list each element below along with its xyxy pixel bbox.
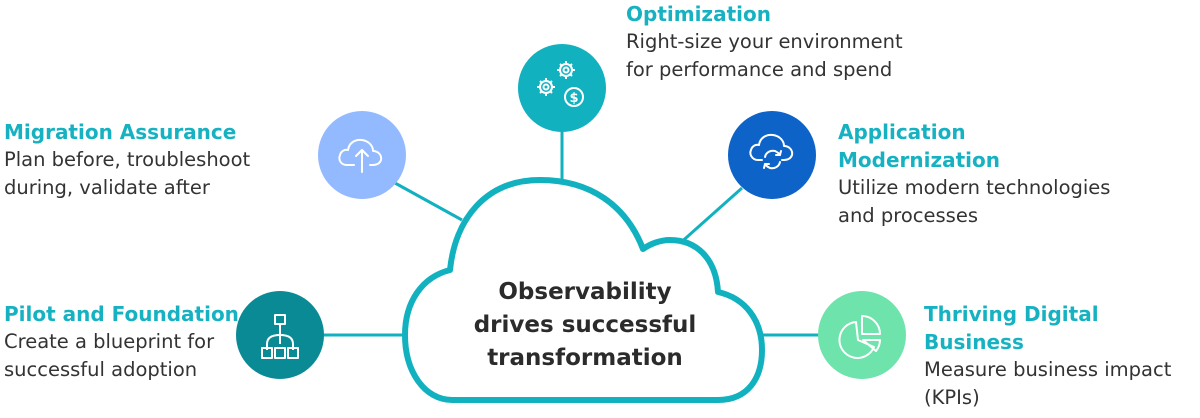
node-title: Migration Assurance <box>4 120 237 144</box>
svg-text:$: $ <box>569 91 578 106</box>
node-description: Right-size your environment for performa… <box>626 30 903 81</box>
node-label-migration-assurance: Migration Assurance Plan before, trouble… <box>4 118 250 202</box>
node-description: Plan before, troubleshoot during, valida… <box>4 148 251 199</box>
central-cloud-shape <box>402 177 765 403</box>
node-description: Measure business impact (KPIs) <box>924 358 1172 409</box>
node-description: Utilize modern technologies and processe… <box>838 176 1111 227</box>
node-label-pilot-and-foundation: Pilot and Foundation Create a blueprint … <box>4 300 239 384</box>
node-description: Create a blueprint for successful adopti… <box>4 330 215 381</box>
connector-app-modernization <box>677 186 743 247</box>
node-title: Application Modernization <box>838 120 1001 172</box>
connector-migration <box>394 181 463 222</box>
node-title: Thriving Digital Business <box>924 302 1099 354</box>
node-label-thriving-digital-business: Thriving Digital Business Measure busine… <box>924 300 1200 412</box>
node-circle-optimization <box>518 44 606 132</box>
node-title: Optimization <box>626 2 771 26</box>
hierarchy-icon <box>261 314 299 359</box>
pie-chart-icon <box>838 315 881 359</box>
node-label-application-modernization: Application Modernization Utilize modern… <box>838 118 1110 230</box>
gears-dollar-icon: $ <box>537 61 584 107</box>
cloud-upload-icon <box>338 138 383 173</box>
node-label-optimization: Optimization Right-size your environment… <box>626 0 903 84</box>
center-statement: Observability drives successful transfor… <box>473 279 697 371</box>
cloud-sync-icon <box>749 133 794 170</box>
node-title: Pilot and Foundation <box>4 302 239 326</box>
node-circle-application-modernization <box>728 111 816 199</box>
